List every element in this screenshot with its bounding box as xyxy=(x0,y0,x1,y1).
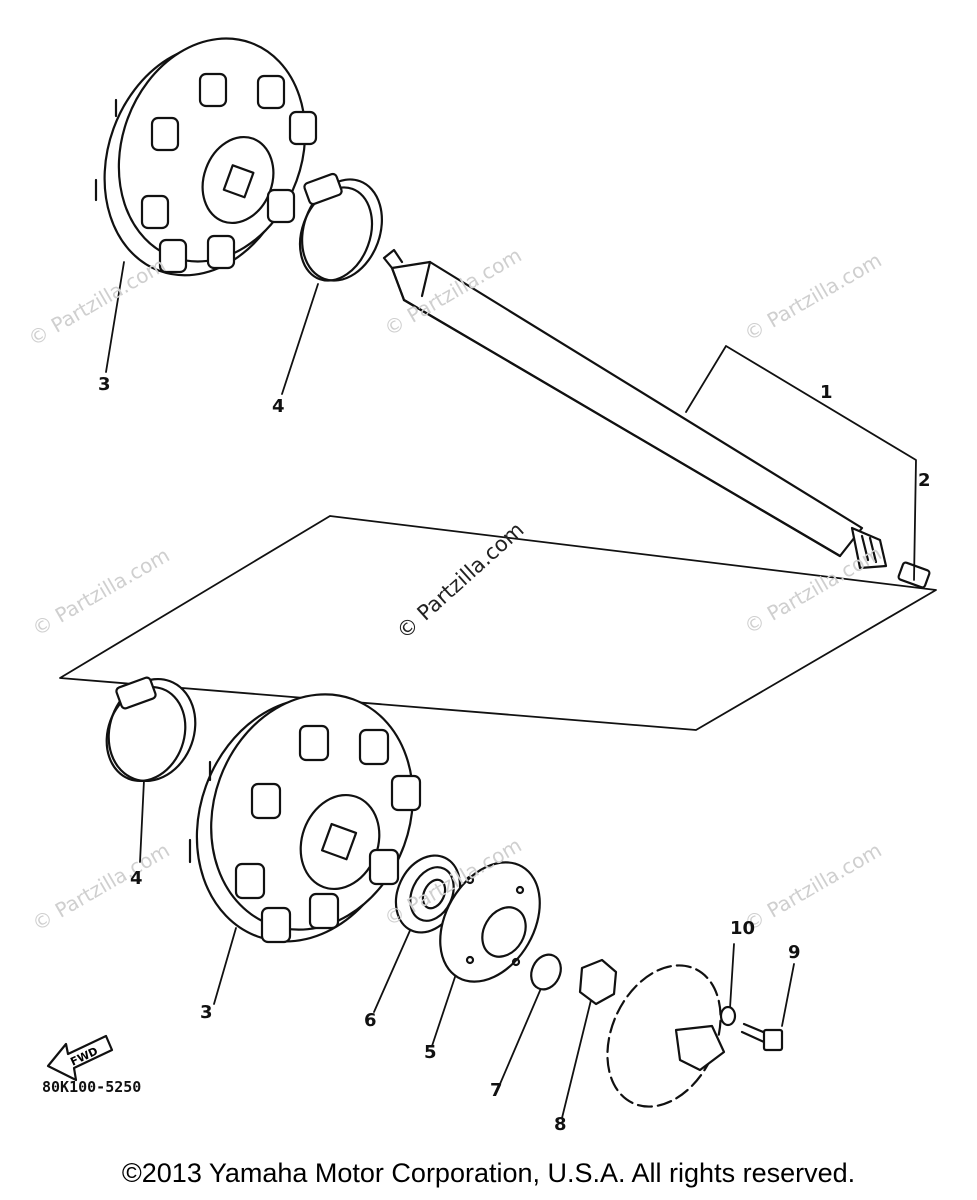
nut xyxy=(578,958,618,1006)
callout-part-7: 7 xyxy=(490,1080,503,1101)
callout-part-4-lower: 4 xyxy=(130,868,143,889)
callout-part-3-upper: 3 xyxy=(98,374,111,395)
bearing-housing xyxy=(606,964,726,1108)
copyright-notice: ©2013 Yamaha Motor Corporation, U.S.A. A… xyxy=(121,1158,856,1188)
small-washer xyxy=(719,1005,737,1027)
lower-clamp xyxy=(105,676,197,783)
callout-part-4-upper: 4 xyxy=(272,396,285,417)
callout-part-9: 9 xyxy=(788,942,801,963)
lower-sprocket xyxy=(188,693,422,944)
callout-part-3-lower: 3 xyxy=(200,1002,213,1023)
callout-part-5: 5 xyxy=(424,1042,437,1063)
diagram-code: 80K100-5250 xyxy=(42,1078,142,1096)
drive-shaft xyxy=(382,248,888,570)
bolt xyxy=(740,1022,784,1052)
callout-part-2: 2 xyxy=(918,470,931,491)
washer xyxy=(530,953,562,991)
leader-lines xyxy=(59,261,937,1119)
forward-arrow xyxy=(46,1034,114,1082)
callout-part-6: 6 xyxy=(364,1010,377,1031)
upper-clamp xyxy=(298,172,383,282)
upper-sprocket xyxy=(94,37,318,277)
callout-part-8: 8 xyxy=(554,1114,567,1135)
flange xyxy=(439,861,541,983)
callout-part-10: 10 xyxy=(730,918,756,939)
callout-part-1: 1 xyxy=(820,382,833,403)
